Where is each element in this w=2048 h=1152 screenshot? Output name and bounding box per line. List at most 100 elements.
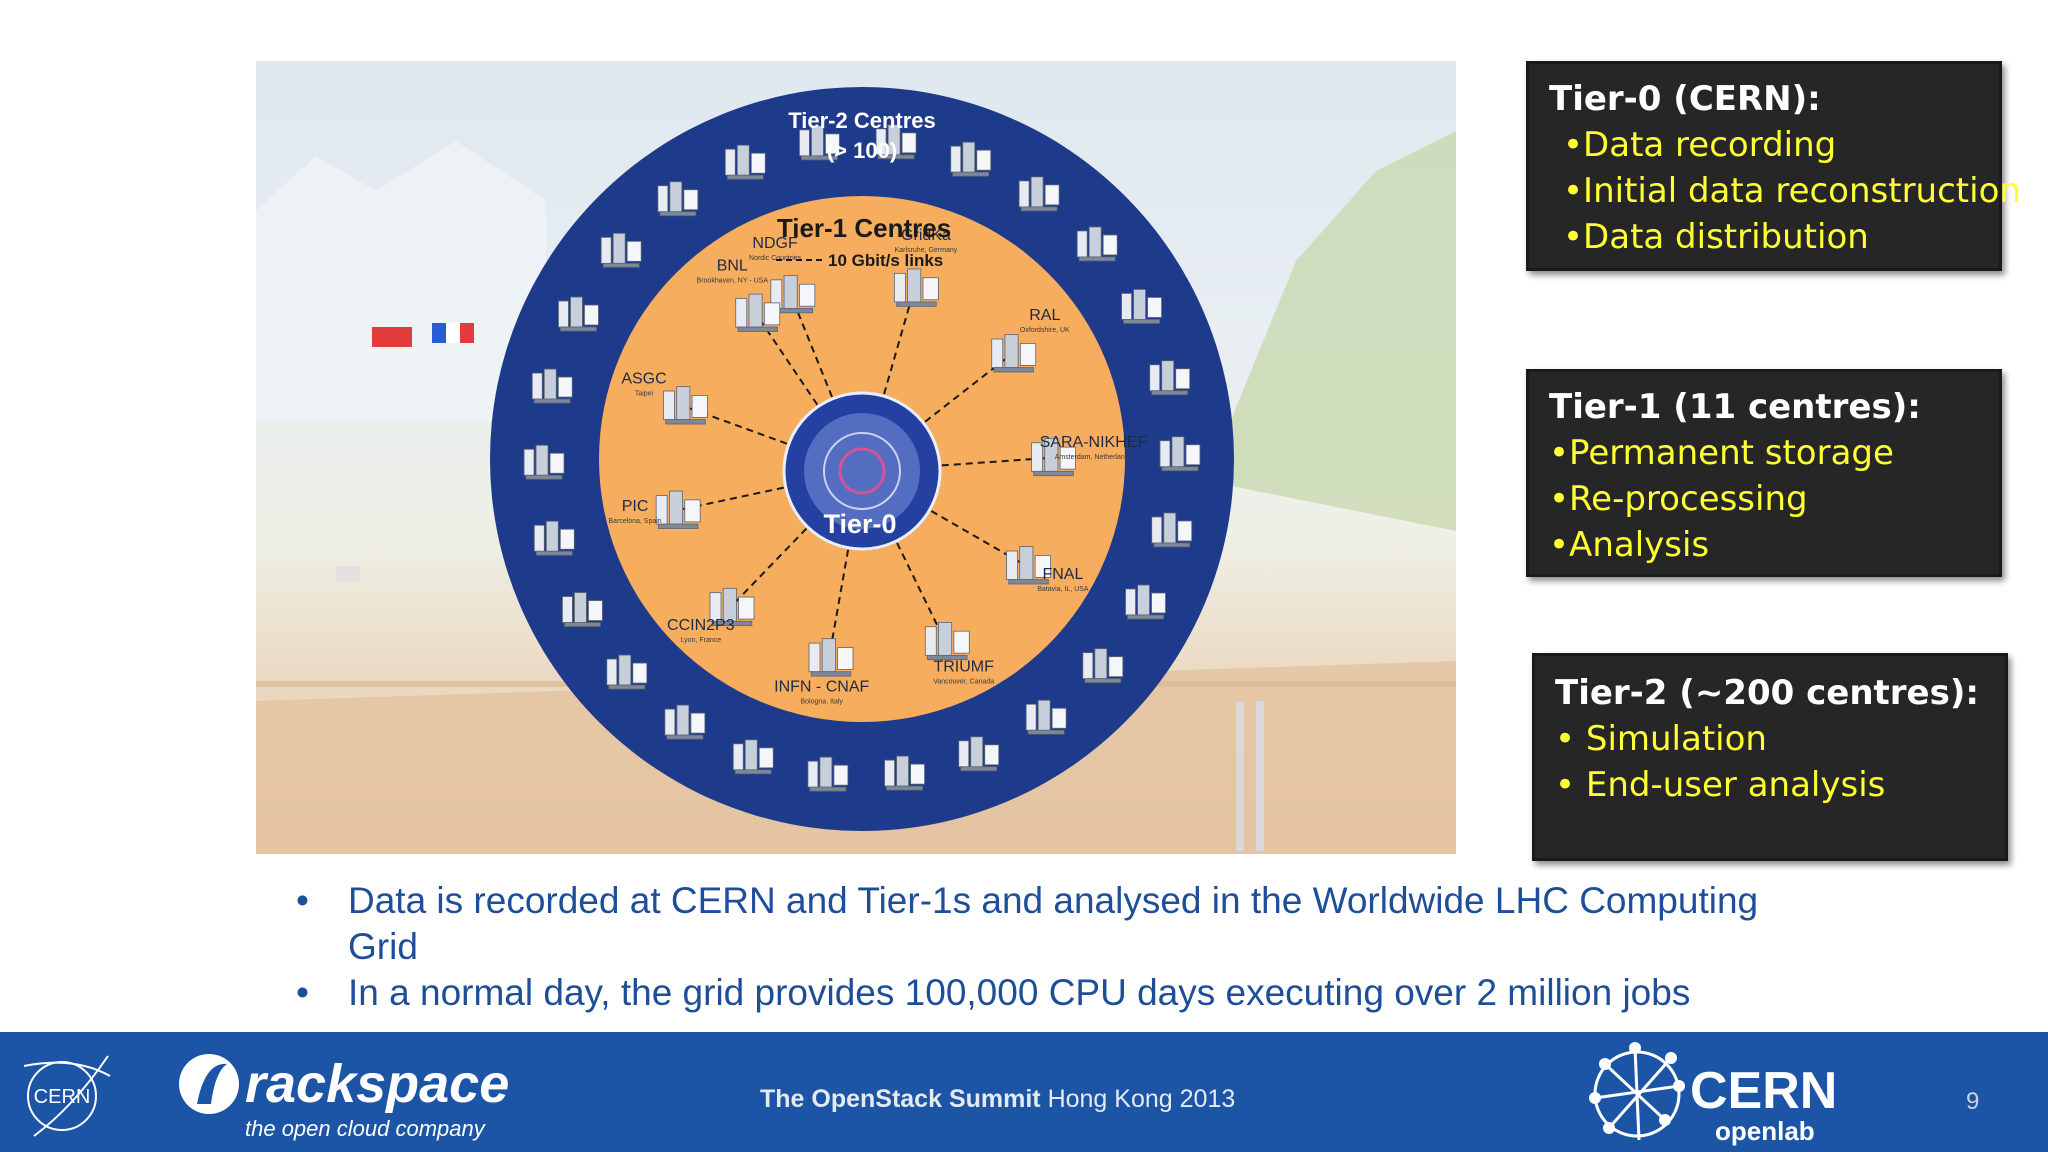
openlab-wordmark: CERN (1690, 1062, 1837, 1120)
rackspace-wordmark: rackspace (245, 1054, 509, 1114)
centre-location-label: Brookhaven, NY - USA (697, 278, 769, 285)
tier1-servers (655, 268, 1076, 677)
tier2-item-analysis: • End-user analysis (1555, 765, 1886, 805)
tier1-server-icon (991, 334, 1037, 373)
centre-name-label: PIC (622, 498, 649, 515)
bullet-item: • Data is recorded at CERN and Tier-1s a… (296, 878, 1796, 970)
tier1-link-line (941, 456, 1052, 467)
bullet-list: • Data is recorded at CERN and Tier-1s a… (296, 878, 1796, 1016)
centre-location-label: Nordic Countries (749, 255, 802, 262)
tier2-server-icon (533, 520, 575, 556)
bullet-marker: • (296, 880, 309, 921)
centre-name-label: FNAL (1042, 566, 1083, 583)
event-title-rest: Hong Kong 2013 (1040, 1085, 1236, 1113)
centre-location-label: Oxfordshire, UK (1020, 327, 1070, 334)
tier2-server-icon (657, 181, 699, 217)
tier0-item-recording: •Data recording (1563, 125, 1837, 165)
centre-location-label: Taipei (635, 391, 654, 398)
tier2-server-icon (1159, 436, 1201, 472)
tier2-server-icon (1076, 226, 1118, 262)
tier2-server-icon (600, 232, 642, 268)
tier2-server-icon (958, 736, 1000, 772)
centre-location-label: Lyon, France (681, 637, 722, 644)
event-title: The OpenStack Summit Hong Kong 2013 (760, 1085, 1235, 1114)
tier1-title: Tier-1 Centres (777, 213, 951, 243)
tier2-server-icon (1082, 648, 1124, 684)
cern-logo-text: CERN (34, 1086, 91, 1108)
tier2-server-icon (664, 704, 706, 740)
tier2-server-icon (950, 141, 992, 177)
links-label: 10 Gbit/s links (828, 251, 943, 270)
tier1-server-icon (808, 638, 854, 677)
tier2-title-box: Tier-2 (~200 centres): (1555, 673, 1979, 713)
rackspace-logo: rackspace the open cloud company (179, 1054, 509, 1141)
openlab-subtitle: openlab (1715, 1116, 1815, 1146)
centre-location-label: Bologna, Italy (801, 698, 844, 705)
tier1-box: Tier-1 (11 centres): •Permanent storage … (1526, 369, 2002, 577)
tier2-server-icon (807, 756, 849, 792)
tier1-link-line (924, 353, 1013, 423)
bullet-item: • In a normal day, the grid provides 100… (296, 970, 1796, 1016)
tier1-server-icon (709, 587, 755, 627)
tier1-link-line (729, 527, 808, 609)
centre-name-label: RAL (1029, 307, 1060, 324)
centre-name-label: SARA-NIKHEF (1040, 434, 1148, 451)
tier1-link-line (883, 288, 916, 395)
tier1-item-reprocessing: •Re-processing (1549, 479, 1808, 519)
tier1-server-icon (1006, 546, 1051, 585)
tier1-link-line (683, 405, 788, 445)
tier0-event-display (804, 413, 920, 529)
centre-name-label: BNL (717, 258, 748, 275)
bullet-text-normal-day: In a normal day, the grid provides 100,0… (348, 972, 1691, 1013)
tier2-item-simulation: • Simulation (1555, 719, 1767, 759)
tier2-server-icon (1149, 360, 1191, 396)
tier0-item-reconstruction: •Initial data reconstruction (1563, 171, 2021, 211)
centre-location-label: Barcelona, Spain (608, 518, 661, 525)
tier1-link-line (754, 312, 819, 406)
centre-name-label: GridKa (901, 227, 951, 244)
tier2-subtitle: (> 100) (827, 138, 897, 163)
tier0-label: Tier-0 (823, 509, 896, 539)
tier1-link-line (789, 294, 833, 398)
footer-bar (0, 1032, 2048, 1152)
tier1-link-line (896, 542, 947, 643)
centre-location-label: Amsterdam, Netherlands (1055, 454, 1133, 461)
event-title-bold: The OpenStack Summit (760, 1085, 1041, 1113)
tier2-server-icon (1121, 289, 1162, 324)
centre-location-label: Karlsruhe, Germany (895, 247, 958, 254)
rackspace-tagline: the open cloud company (245, 1116, 487, 1141)
centre-name-label: TRIUMF (933, 659, 994, 676)
tier1-item-analysis: •Analysis (1549, 525, 1710, 565)
tier1-server-icon (893, 268, 939, 307)
tier1-links (675, 288, 1052, 659)
tier1-item-storage: •Permanent storage (1549, 433, 1894, 473)
tier0-title: Tier-0 (CERN): (1549, 79, 1821, 119)
centre-name-label: ASGC (621, 371, 666, 388)
centre-location-label: Batavia, IL, USA (1037, 586, 1089, 593)
tier1-server-icon (924, 621, 970, 661)
cern-logo-icon: CERN (23, 1055, 111, 1137)
centre-name-label: CCIN2P3 (667, 617, 735, 634)
tier1-server-icon (655, 490, 701, 529)
tier1-server-icon (770, 275, 816, 314)
tier2-server-icon (531, 368, 573, 404)
tier2-server-icon (1125, 584, 1166, 620)
centre-name-label: NDGF (752, 235, 798, 252)
bullet-marker: • (296, 972, 309, 1013)
centre-name-label: INFN - CNAF (774, 678, 869, 695)
tier2-server-icon (884, 755, 925, 791)
page-number: 9 (1966, 1088, 1980, 1115)
tier2-server-icon (606, 654, 648, 690)
tier2-server-icon (562, 592, 603, 627)
tier2-servers (523, 124, 1201, 792)
tier2-server-icon (724, 144, 766, 180)
tier2-server-icon (523, 444, 565, 480)
tier2-box: Tier-2 (~200 centres): • Simulation • En… (1532, 653, 2008, 861)
bullet-text-data-recorded: Data is recorded at CERN and Tier-1s and… (348, 880, 1759, 967)
tier0-item-distribution: •Data distribution (1563, 217, 1869, 257)
tier2-title: Tier-2 Centres (788, 108, 936, 133)
